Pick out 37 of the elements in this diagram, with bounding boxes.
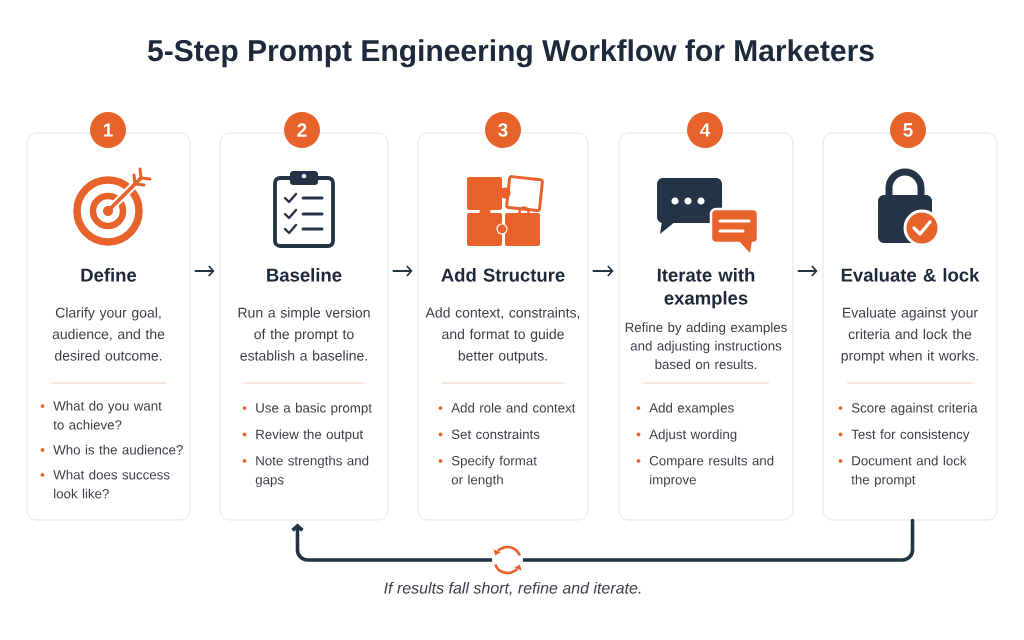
step-description: Run a simple version of the prompt to establish a baseline.	[238, 307, 370, 361]
step-description: Evaluate against your criteria and lock the prompt when it works.	[841, 307, 978, 364]
bullet-text: Review the output	[256, 429, 363, 442]
bullet-text: Set constraints	[451, 429, 540, 439]
number-badge: 4	[687, 112, 723, 148]
bullet-text: Compare results and improve	[649, 455, 774, 488]
bullet-text: Document and lock the prompt	[851, 455, 967, 488]
bullet-text: Add examples	[649, 402, 734, 416]
arrow	[194, 265, 215, 277]
title: 5-Step Prompt Engineering Workflow for Marketers	[148, 39, 874, 68]
bullet-text: Score against criteria	[851, 402, 978, 416]
number-badge: 1	[90, 112, 126, 148]
step-title: Add Structure	[441, 268, 565, 282]
step-description: Clarify your goal, audience, and the desired outcome.	[52, 307, 165, 361]
number-badge: 2	[284, 112, 320, 148]
step-title: Define	[81, 268, 137, 282]
number-badge: 5	[890, 112, 926, 148]
arrow	[392, 265, 413, 277]
bullet-text: Adjust wording	[649, 429, 737, 442]
step-title: Evaluate & lock	[841, 268, 980, 282]
loop-arrow	[291, 518, 915, 562]
bullet-text: What does success look like?	[53, 469, 170, 499]
bullet-text: What do you want to achieve?	[53, 400, 162, 430]
arrow	[592, 265, 614, 277]
bullet-text: Specify format or length	[451, 455, 537, 488]
step-title: Iterate with examples	[657, 268, 755, 309]
number-badge: 3	[485, 112, 521, 148]
bullet-text: Use a basic prompt	[256, 402, 372, 416]
edge-label: If results fall short, refine and iterate.	[382, 580, 644, 598]
arrow	[797, 265, 818, 277]
step-description: Add context, constraints, and format to guide better outputs.	[425, 307, 580, 364]
step-title: Baseline	[267, 268, 342, 282]
step-description: Refine by adding examples and adjusting instructions based on results.	[625, 322, 787, 370]
bullet-text: Test for consistency	[851, 429, 970, 442]
bullet-text: Note strengths and gaps	[255, 455, 369, 488]
bullet-text: Who is the audience?	[53, 444, 183, 455]
bullet-text: Add role and context	[451, 402, 576, 413]
